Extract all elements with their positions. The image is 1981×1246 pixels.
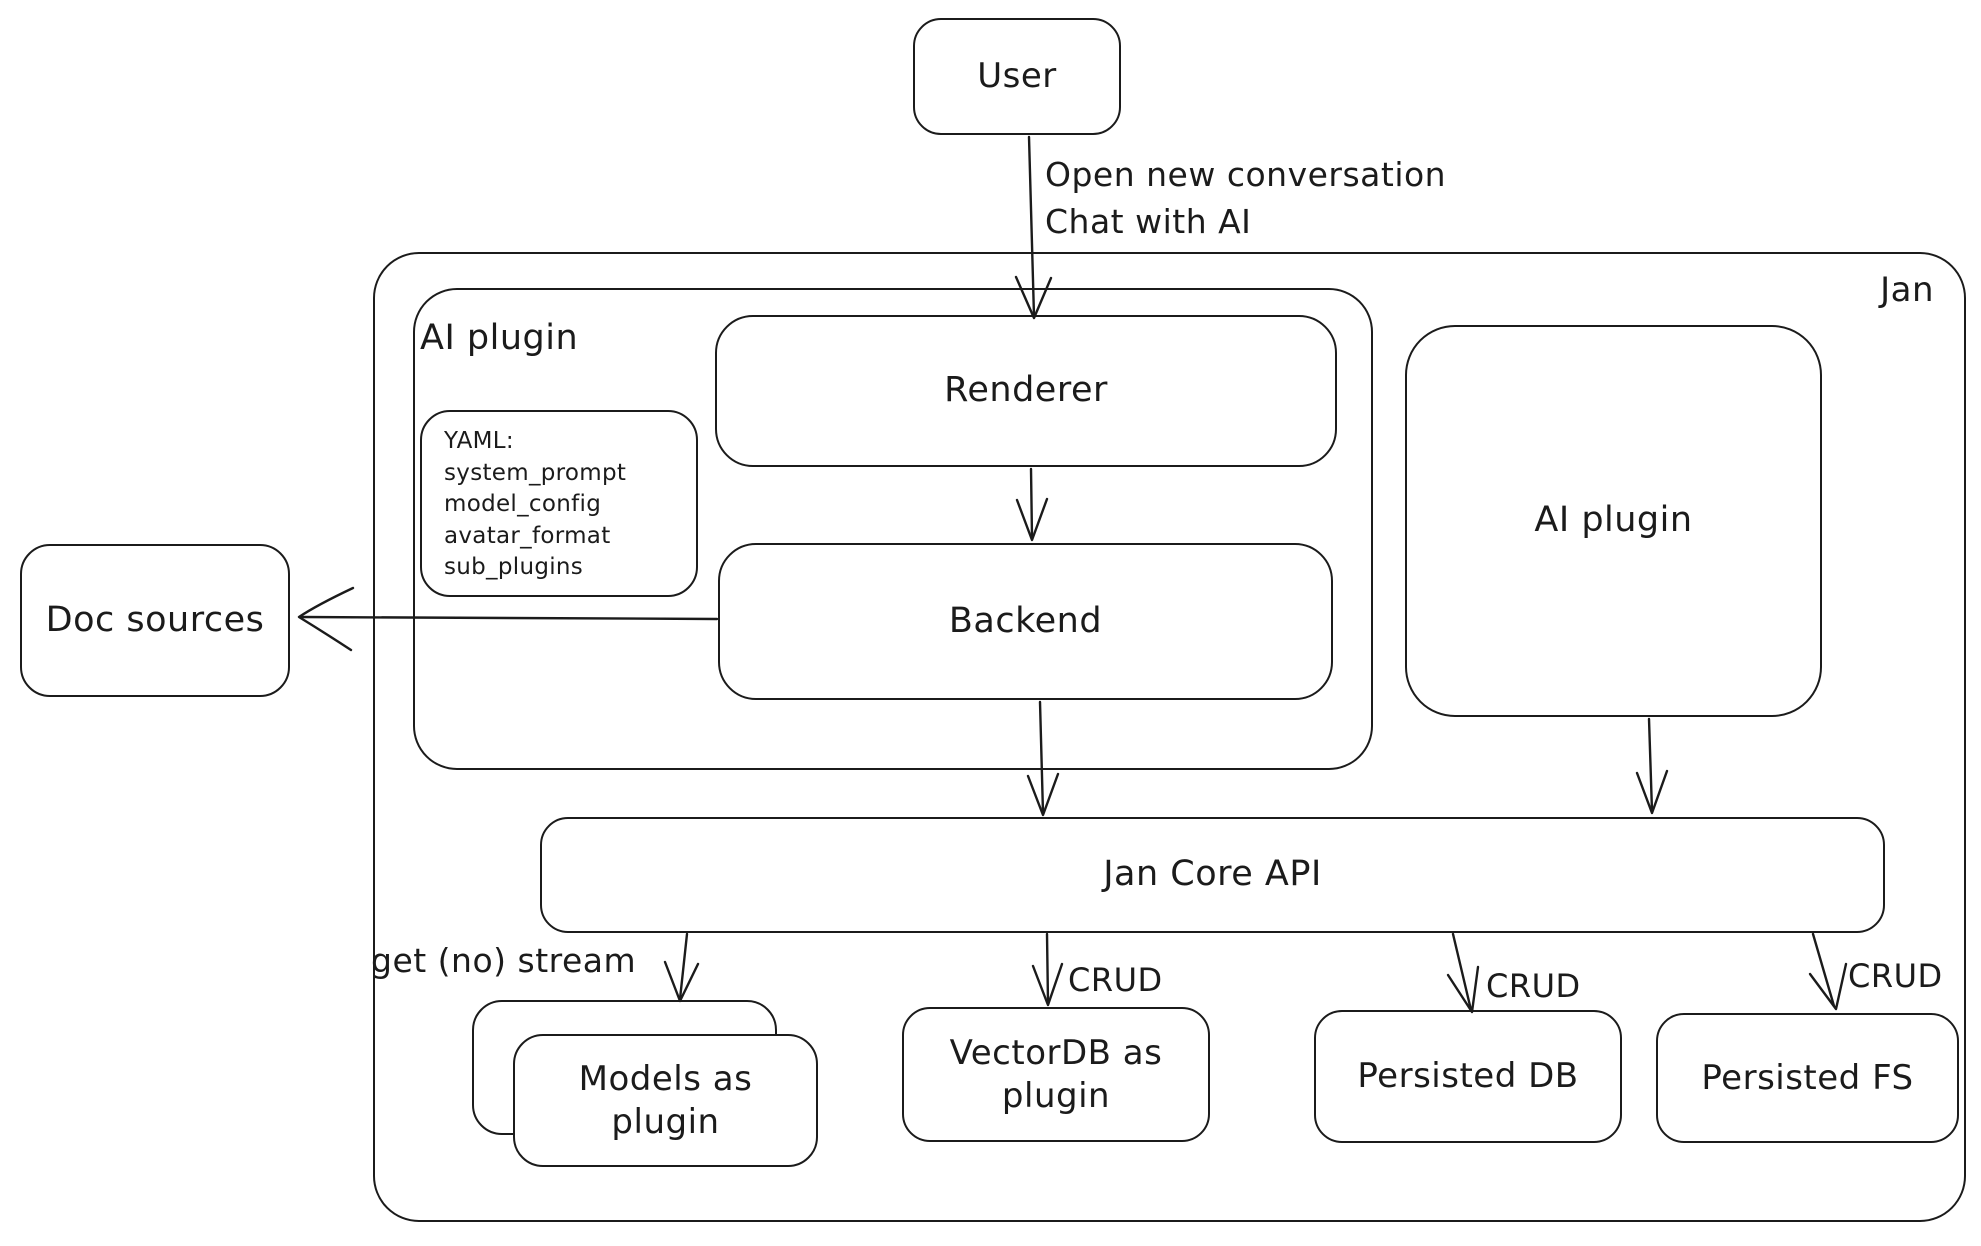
arrow-user-to-renderer[interactable] [1014, 135, 1053, 320]
yaml-note-line: model_config [444, 491, 602, 517]
jan-core-api-label: Jan Core API [1103, 854, 1322, 895]
yaml-note-box[interactable]: YAML: system_prompt model_config avatar_… [420, 410, 698, 597]
persisted-fs-label: Persisted FS [1701, 1057, 1914, 1098]
arrow-jan-core-to-persisted-db[interactable] [1446, 932, 1480, 1014]
persisted-db-box[interactable]: Persisted DB [1314, 1010, 1622, 1143]
arrow-renderer-to-backend-line[interactable] [1029, 467, 1034, 539]
user-box[interactable]: User [913, 18, 1121, 135]
arrow-jan-core-to-vectordb-line[interactable] [1045, 932, 1050, 1005]
arrow-backend-to-jan-core-head[interactable] [1026, 772, 1060, 817]
yaml-note-title: YAML: [444, 428, 514, 454]
edge-label-crud-persisted-db[interactable]: CRUD [1486, 967, 1581, 1005]
arrow-user-to-renderer-head[interactable] [1014, 275, 1053, 320]
ai-plugin-right-label: AI plugin [1534, 500, 1693, 541]
arrow-backend-to-jan-core-line[interactable] [1038, 700, 1045, 815]
arrow-jan-core-to-persisted-db-head[interactable] [1446, 965, 1480, 1014]
edge-label-crud-persisted-fs[interactable]: CRUD [1848, 957, 1943, 995]
arrow-backend-to-doc-sources-head[interactable] [297, 586, 355, 652]
arrow-backend-to-jan-core[interactable] [1026, 700, 1060, 817]
renderer-label: Renderer [944, 370, 1108, 411]
jan-core-api-box[interactable]: Jan Core API [540, 817, 1885, 933]
arrow-backend-to-doc-sources-line[interactable] [299, 615, 719, 621]
jan-container-label: Jan [1880, 270, 1934, 310]
persisted-db-label: Persisted DB [1357, 1056, 1579, 1097]
models-plugin-label: Models as plugin [578, 1059, 753, 1142]
edge-label-line: Chat with AI [1045, 201, 1252, 241]
arrow-renderer-to-backend-head[interactable] [1015, 497, 1049, 542]
backend-box[interactable]: Backend [718, 543, 1333, 700]
renderer-box[interactable]: Renderer [715, 315, 1337, 467]
vectordb-plugin-label: VectorDB as plugin [949, 1033, 1163, 1116]
arrow-jan-core-to-persisted-fs-head[interactable] [1808, 962, 1848, 1011]
user-label: User [977, 56, 1057, 97]
arrow-ai-plugin-to-jan-core-line[interactable] [1647, 717, 1654, 813]
yaml-note-line: avatar_format [444, 522, 611, 549]
arrow-jan-core-to-models-head[interactable] [663, 960, 700, 1003]
persisted-fs-box[interactable]: Persisted FS [1656, 1013, 1959, 1143]
edge-label-crud-vectordb[interactable]: CRUD [1068, 961, 1163, 999]
arrow-jan-core-to-models-line[interactable] [678, 932, 689, 1001]
arrow-jan-core-to-models[interactable] [663, 932, 700, 1003]
arrow-backend-to-doc-sources[interactable] [297, 586, 719, 652]
vectordb-plugin-box[interactable]: VectorDB as plugin [902, 1007, 1210, 1142]
backend-label: Backend [948, 600, 1103, 641]
arrow-renderer-to-backend[interactable] [1015, 467, 1049, 542]
yaml-note-line: system_prompt [444, 459, 627, 486]
arrow-jan-core-to-vectordb[interactable] [1031, 932, 1064, 1007]
models-plugin-box[interactable]: Models as plugin [513, 1034, 818, 1167]
arrow-jan-core-to-persisted-db-line[interactable] [1451, 932, 1473, 1012]
edge-label-get-no-stream[interactable]: get (no) stream [371, 941, 637, 980]
arrow-user-to-renderer-line[interactable] [1027, 135, 1036, 318]
arrow-jan-core-to-persisted-fs-line[interactable] [1811, 932, 1836, 1008]
edge-label-user-renderer[interactable]: Open new conversation Chat with AI [1045, 152, 1446, 246]
arrow-ai-plugin-to-jan-core-head[interactable] [1635, 769, 1669, 815]
ai-plugin-right-box[interactable]: AI plugin [1405, 325, 1822, 717]
arrow-ai-plugin-to-jan-core[interactable] [1635, 717, 1669, 815]
yaml-note-line: sub_plugins [444, 554, 584, 580]
doc-sources-label: Doc sources [45, 599, 265, 640]
arrow-jan-core-to-persisted-fs[interactable] [1808, 932, 1848, 1011]
ai-plugin-left-label: AI plugin [420, 318, 579, 358]
doc-sources-box[interactable]: Doc sources [20, 544, 290, 697]
arrow-jan-core-to-vectordb-head[interactable] [1031, 962, 1064, 1007]
edge-label-line: Open new conversation [1045, 155, 1447, 194]
